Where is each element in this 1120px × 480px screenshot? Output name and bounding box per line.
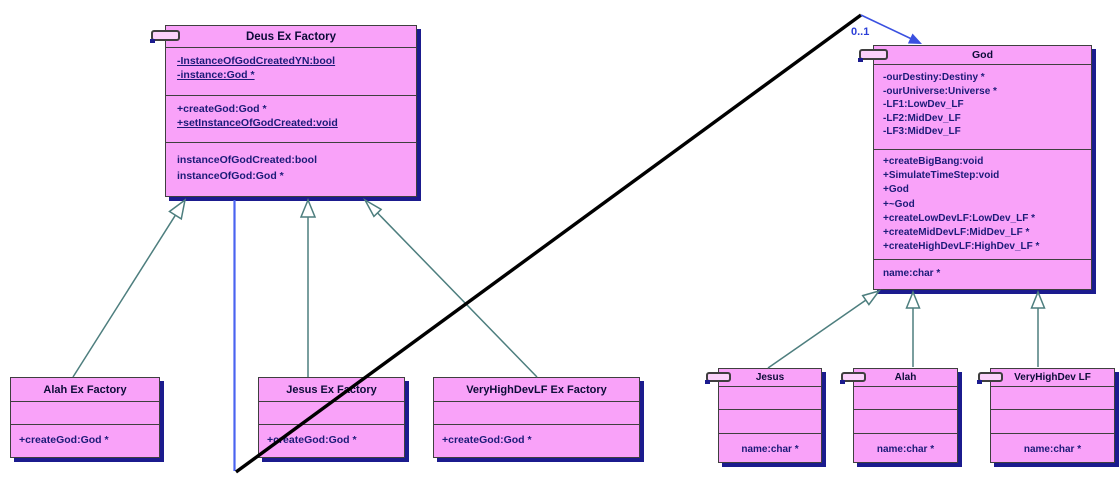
class-member: +createGod:God * — [442, 434, 532, 446]
class-member: name:char * — [883, 268, 941, 279]
class-member: name:char * — [1023, 444, 1082, 455]
inheritance-jesus-to-god[interactable] — [767, 289, 881, 369]
class-member: +createHighDevLF:HighDev_LF * — [883, 241, 1040, 253]
methods-compartment: +createGod:God * — [259, 424, 404, 456]
class-box-alah-ex-factory[interactable]: Alah Ex Factory +createGod:God * — [10, 377, 160, 458]
class-title: Jesus — [755, 372, 785, 383]
class-member: +SimulateTimeStep:void — [883, 170, 1000, 182]
class-title: Deus Ex Factory — [245, 30, 337, 43]
class-stereotype-icon — [858, 49, 888, 62]
hollow-triangle-arrowhead — [861, 289, 881, 306]
class-title: Jesus Ex Factory — [286, 383, 377, 396]
inheritance-jesus-factory-to-deus[interactable] — [299, 198, 317, 377]
methods-compartment: +createBigBang:void +SimulateTimeStep:voi… — [874, 149, 1091, 259]
hollow-triangle-arrowhead — [1030, 290, 1046, 309]
class-member: name:char * — [876, 444, 935, 455]
class-member: name:char * — [741, 444, 799, 455]
class-box-alah[interactable]: Alah name:char * — [840, 368, 958, 463]
class-title: VeryHighDev LF — [1014, 372, 1091, 383]
attributes-compartment — [259, 401, 404, 424]
class-title: Alah — [894, 372, 917, 383]
class-member: +~God — [883, 198, 915, 210]
association-segment-arrow[interactable] — [860, 14, 919, 43]
methods-compartment — [991, 409, 1114, 433]
class-member: +setInstanceOfGodCreated:void — [177, 117, 338, 129]
class-box-jesus[interactable]: Jesus name:char * — [705, 368, 822, 463]
class-box-veryhighdevlf-ex-factory[interactable]: VeryHighDevLF Ex Factory +createGod:God … — [433, 377, 640, 458]
class-title: VeryHighDevLF Ex Factory — [466, 383, 607, 396]
methods-compartment — [854, 409, 957, 433]
properties-compartment: name:char * — [991, 433, 1114, 461]
properties-compartment: instanceOfGodCreated:bool instanceOfGod:G… — [166, 142, 416, 195]
class-box-god[interactable]: God -ourDestiny:Destiny * -ourUniverse:Un… — [858, 45, 1092, 290]
attributes-compartment — [991, 386, 1114, 409]
class-member: +God — [883, 184, 909, 196]
class-title: God — [972, 49, 993, 61]
class-member: +createLowDevLF:LowDev_LF * — [883, 212, 1035, 224]
inheritance-vhd-factory-to-deus[interactable] — [363, 197, 538, 378]
methods-compartment: +createGod:God * — [11, 424, 159, 456]
attributes-compartment: -ourDestiny:Destiny * -ourUniverse:Univer… — [874, 64, 1091, 149]
attributes-compartment — [434, 401, 639, 424]
inheritance-alah-factory-to-deus[interactable] — [72, 198, 187, 378]
class-member: -LF1:LowDev_LF — [883, 99, 964, 111]
class-stereotype-icon — [705, 372, 731, 384]
attributes-compartment — [854, 386, 957, 409]
class-member: -instance:God * — [177, 69, 255, 81]
class-title: Alah Ex Factory — [43, 383, 127, 396]
class-member: -LF3:MidDev_LF — [883, 126, 961, 138]
class-member: +createGod:God * — [267, 434, 357, 446]
attributes-compartment: -InstanceOfGodCreatedYN:bool -instance:Go… — [166, 47, 416, 95]
methods-compartment: +createGod:God * — [434, 424, 639, 456]
methods-compartment: +createGod:God * +setInstanceOfGodCreated… — [166, 95, 416, 142]
class-member: instanceOfGodCreated:bool — [177, 154, 318, 166]
attributes-compartment — [11, 401, 159, 424]
class-stereotype-icon — [150, 30, 180, 43]
properties-compartment: name:char * — [874, 259, 1091, 288]
class-member: +createMidDevLF:MidDev_LF * — [883, 227, 1030, 239]
hollow-triangle-arrowhead — [905, 290, 921, 309]
association-arrowhead-icon — [907, 33, 922, 44]
inheritance-alah-to-god[interactable] — [905, 290, 921, 367]
hollow-triangle-arrowhead — [168, 198, 187, 221]
attributes-compartment — [719, 386, 821, 409]
hollow-triangle-arrowhead — [363, 197, 383, 218]
class-member: instanceOfGod:God * — [177, 170, 284, 182]
class-member: -ourDestiny:Destiny * — [883, 72, 985, 83]
class-stereotype-icon — [977, 372, 1003, 384]
class-member: +createBigBang:void — [883, 156, 984, 167]
hollow-triangle-arrowhead — [299, 198, 317, 218]
association-multiplicity-label: 0..1 — [851, 26, 870, 38]
class-stereotype-icon — [840, 372, 866, 384]
methods-compartment — [719, 409, 821, 433]
properties-compartment: name:char * — [719, 433, 821, 461]
class-box-deus-ex-factory[interactable]: Deus Ex Factory -InstanceOfGodCreatedYN:… — [150, 25, 417, 197]
class-member: -ourUniverse:Universe * — [883, 85, 997, 97]
class-member: -InstanceOfGodCreatedYN:bool — [177, 55, 336, 67]
class-member: -LF2:MidDev_LF — [883, 112, 961, 124]
class-box-veryhighdev-lf[interactable]: VeryHighDev LF name:char * — [977, 368, 1115, 463]
properties-compartment: name:char * — [854, 433, 957, 461]
class-member: +createGod:God * — [177, 103, 267, 115]
class-box-jesus-ex-factory[interactable]: Jesus Ex Factory +createGod:God * — [258, 377, 405, 458]
inheritance-vhd-to-god[interactable] — [1030, 290, 1046, 367]
class-member: +createGod:God * — [19, 434, 109, 446]
